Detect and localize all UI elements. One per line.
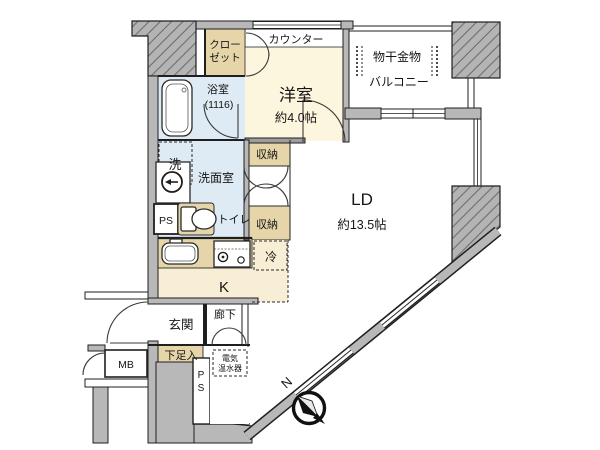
washer-label: 洗 [168, 157, 181, 172]
ps-upper-box [153, 203, 179, 235]
ld-diagonal-window-upper [379, 276, 440, 329]
closet-label-line2: ゼット [209, 52, 241, 64]
storage-lower-doors [243, 183, 289, 207]
western-room-floor [245, 29, 345, 141]
shoe-cabinet-label: 下足入 [165, 350, 198, 362]
pillar-top-right [451, 21, 501, 79]
western-right-wall [342, 28, 350, 143]
mb-nub-wall [87, 344, 106, 352]
pillar-right [451, 185, 501, 267]
ld-size-label: 約13.5帖 [337, 217, 386, 232]
storage-upper-doors [243, 165, 289, 189]
western-room-size-label: 約4.0帖 [275, 110, 317, 125]
gray-block-below-shoe [155, 361, 195, 444]
walls [84, 20, 502, 444]
diagonal-wall [244, 227, 501, 440]
western-room-label: 洋室 [279, 86, 313, 105]
entrance-top-wall [147, 297, 259, 305]
water-heater-room [210, 347, 249, 424]
water-heater-doors [211, 327, 247, 346]
water-heater-label-line1: 電気 [222, 353, 238, 363]
kitchen-sink-icon [161, 238, 199, 265]
hallway-label: 廊下 [214, 307, 236, 321]
toilet-label: トイレ [218, 214, 251, 226]
washroom-right-wall [243, 139, 250, 241]
entrance-label: 玄関 [168, 317, 193, 332]
entrance-door [106, 301, 149, 344]
ld-diagonal-window-lower [293, 346, 354, 399]
ld-label: LD [351, 190, 373, 209]
storage-upper-label: 収納 [256, 148, 278, 161]
closet-door [245, 32, 270, 77]
windows [252, 21, 446, 399]
ps-upper-label: PS [159, 215, 173, 227]
stove-icon [213, 240, 251, 268]
labels: カウンター クロー ゼット 洋室 約4.0帖 物干金物 バルコニー 浴室 (11… [118, 33, 429, 394]
bathroom-size-label: (1116) [205, 99, 234, 111]
bathroom-door [203, 103, 239, 139]
water-heater-dashed-box [212, 349, 248, 377]
north-label: N [278, 374, 295, 391]
doors [82, 32, 346, 376]
storage-lower-label: 収納 [256, 218, 278, 231]
counter-label: カウンター [269, 33, 324, 46]
ps-lower-label-s: S [198, 383, 205, 394]
water-heater-label-line2: 温水器 [218, 363, 242, 373]
western-room-door [302, 99, 346, 143]
bathtub-icon [161, 79, 193, 137]
meter-box-label: MB [118, 359, 134, 371]
ld-balcony-wall-right [444, 107, 482, 120]
washbasin-icon [155, 161, 191, 204]
ld-balcony-wall-left [344, 107, 382, 120]
fixtures [155, 79, 289, 303]
pillar-top-left [131, 20, 197, 77]
washroom-label: 洗面室 [198, 170, 234, 185]
meter-box-door [82, 352, 106, 376]
fridge-label: 冷 [265, 250, 277, 264]
left-protrusion-lower [84, 378, 149, 388]
kitchen-label: K [219, 279, 229, 296]
laundry-hardware-label: 物干金物 [373, 49, 421, 64]
entrance-hallway-wall [203, 304, 207, 345]
service-boxes [104, 203, 249, 425]
closet-label-line1: クロー [209, 39, 241, 51]
ps-lower-label-p: P [198, 370, 205, 381]
compass-icon [291, 390, 327, 426]
left-protrusion-upper [84, 291, 149, 300]
bottom-left-bar [92, 386, 109, 444]
meter-box [104, 349, 148, 378]
balcony-label: バルコニー [369, 75, 429, 89]
fridge-space [253, 240, 288, 271]
western-bottom-wall [244, 137, 306, 144]
bathroom-label: 浴室 [207, 82, 229, 96]
toilet-icon [177, 202, 217, 236]
